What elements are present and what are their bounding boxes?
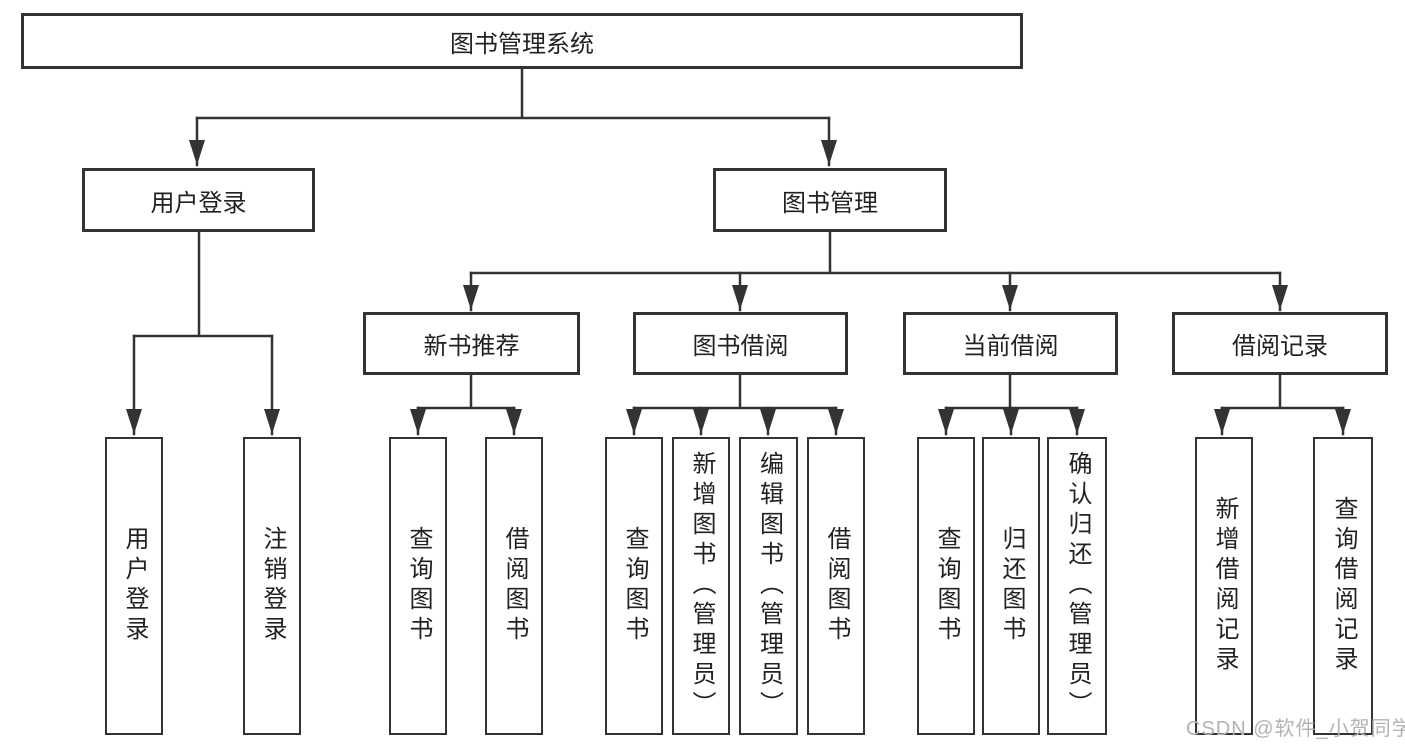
node-user-login-label: 用户登录 (150, 189, 247, 217)
node-book-management-label: 图书管理 (782, 189, 878, 217)
leaf-borrowing-borrow-books-label: 借阅图书 (823, 526, 850, 646)
leaf-recommend-borrow-books-label: 借阅图书 (501, 526, 528, 646)
leaf-confirm-return-admin-label: 确认归还（管理员） (1064, 451, 1091, 721)
node-library-management-system: 图书管理系统 (21, 13, 1023, 69)
node-user-login: 用户登录 (82, 168, 315, 232)
leaf-logout: 注销登录 (243, 437, 301, 735)
node-book-borrowing: 图书借阅 (633, 312, 848, 375)
leaf-return-books: 归还图书 (982, 437, 1040, 735)
leaf-borrowing-query-books-label: 查询图书 (621, 526, 648, 646)
node-new-book-recommend-label: 新书推荐 (423, 333, 520, 360)
leaf-recommend-query-books-label: 查询图书 (405, 526, 432, 646)
leaf-edit-books-admin-label: 编辑图书（管理员） (755, 451, 783, 721)
leaf-add-books-admin: 新增图书（管理员） (672, 437, 730, 735)
node-book-management: 图书管理 (713, 168, 947, 232)
node-book-borrowing-label: 图书借阅 (692, 333, 789, 360)
node-new-book-recommend: 新书推荐 (363, 312, 580, 375)
leaf-recommend-query-books: 查询图书 (389, 437, 447, 735)
leaf-edit-books-admin: 编辑图书（管理员） (739, 437, 798, 735)
node-borrow-records: 借阅记录 (1172, 312, 1388, 375)
leaf-user-login: 用户登录 (105, 437, 163, 735)
leaf-borrowing-borrow-books: 借阅图书 (807, 437, 865, 735)
leaf-add-books-admin-label: 新增图书（管理员） (688, 451, 715, 721)
leaf-confirm-return-admin: 确认归还（管理员） (1047, 437, 1107, 735)
leaf-logout-label: 注销登录 (259, 526, 286, 646)
node-borrow-records-label: 借阅记录 (1232, 333, 1328, 360)
leaf-query-borrow-record-label: 查询借阅记录 (1330, 496, 1357, 676)
leaf-user-login-label: 用户登录 (121, 526, 148, 646)
leaf-recommend-borrow-books: 借阅图书 (485, 437, 543, 735)
leaf-current-query-books: 查询图书 (917, 437, 975, 735)
node-current-borrowing: 当前借阅 (903, 312, 1118, 375)
leaf-add-borrow-record: 新增借阅记录 (1195, 437, 1253, 735)
leaf-current-query-books-label: 查询图书 (933, 526, 960, 646)
csdn-watermark: CSDN @软件_小贺同学 (1186, 718, 1405, 740)
leaf-query-borrow-record: 查询借阅记录 (1313, 437, 1373, 735)
leaf-return-books-label: 归还图书 (998, 526, 1025, 646)
leaf-borrowing-query-books: 查询图书 (605, 437, 663, 735)
node-current-borrowing-label: 当前借阅 (962, 333, 1059, 360)
node-library-management-system-label: 图书管理系统 (450, 30, 594, 58)
leaf-add-borrow-record-label: 新增借阅记录 (1211, 496, 1238, 676)
